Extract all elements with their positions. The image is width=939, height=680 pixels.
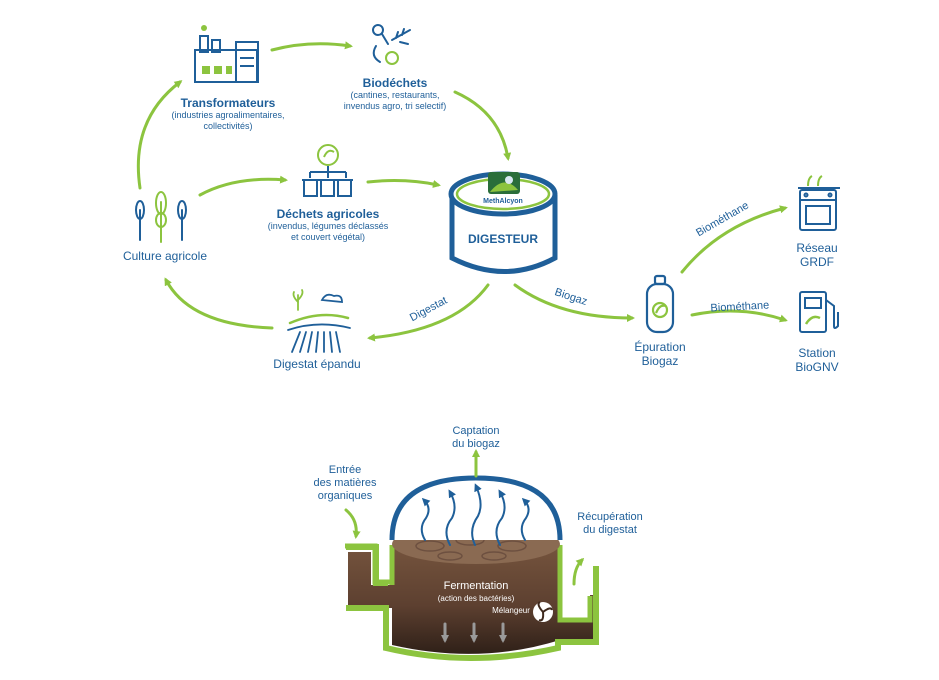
field-icon [287,289,351,353]
transformateurs-title: Transformateurs [180,96,276,110]
node-transformateurs: Transformateurs (industries agroalimenta… [158,96,298,132]
label-entree: Entrée des matières organiques [295,464,395,503]
arrow-culture-to-transformateurs [136,80,183,190]
node-reseau-grdf: Réseau GRDF [782,241,852,269]
fermenter-tank [345,524,599,661]
dechets-title: Déchets agricoles [276,207,380,221]
arrow-transformateurs-to-biodechets [270,41,353,52]
mixer-icon [533,601,553,622]
label-melangeur: Mélangeur [492,606,530,615]
settling-arrows [441,622,507,643]
arrow-entree [344,508,361,539]
node-digestat-epandu: Digestat épandu [252,357,382,371]
biodechets-title: Biodéchets [362,76,428,90]
label-captation: Captation du biogaz [426,425,526,451]
label-biomethane-1: Biométhane [694,200,751,240]
captation-line-1: Captation [452,425,500,437]
station-line-1: Station [798,346,836,360]
digestat-epandu-title: Digestat épandu [273,357,361,371]
stove-icon [798,175,840,231]
node-digesteur: DIGESTEUR [453,232,553,246]
captation-line-2: du biogaz [452,438,500,450]
label-biomethane-2: Biométhane [710,299,769,314]
epuration-line-2: Biogaz [641,354,679,368]
arrow-digesteur-to-digestat [367,283,490,342]
node-dechets-agricoles: Déchets agricoles (invendus, légumes déc… [258,207,398,243]
dechets-sub-2: et couvert végétal) [290,232,366,242]
methalcyon-logo [488,172,520,194]
label-recuperation: Récupération du digestat [560,511,660,537]
arrow-digestat-to-culture [164,277,274,330]
reseau-line-1: Réseau [796,241,838,255]
fermentation-title: Fermentation [443,580,509,592]
label-fermentation: Fermentation (action des bactéries) [416,580,536,604]
wheat-icon [135,191,187,243]
gas-bottle-icon [645,274,675,334]
fermentation-sub: (action des bactéries) [437,594,515,603]
node-station-biognv: Station BioGNV [782,346,852,374]
digesteur-title: DIGESTEUR [467,232,538,246]
node-biodechets: Biodéchets (cantines, restaurants, inven… [325,76,465,112]
recuperation-line-2: du digestat [583,524,637,536]
entree-line-3: organiques [317,490,373,502]
recuperation-line-1: Récupération [577,511,643,523]
arrow-culture-to-dechets [198,175,288,197]
transformateurs-sub-1: (industries agroalimentaires, [171,110,285,120]
arrow-epuration-to-station [690,309,788,323]
bins-icon [302,144,353,197]
food-waste-icon [372,24,411,65]
node-epuration: Épuration Biogaz [620,340,700,368]
cycle-arrows [136,41,788,342]
reseau-line-2: GRDF [800,255,834,269]
factory-icon [194,25,259,83]
entree-line-2: des matières [313,477,377,489]
biodechets-sub-2: invendus agro, tri selectif) [343,101,447,111]
fuel-pump-icon [799,291,839,333]
arrow-recuperation [572,557,585,586]
arrow-epuration-to-reseau [680,205,788,274]
tank-arrows [344,449,585,586]
arrow-digesteur-to-epuration [513,283,635,322]
biodechets-sub-1: (cantines, restaurants, [350,90,440,100]
gas-dome [389,475,563,541]
station-line-2: BioGNV [795,360,839,374]
entree-line-1: Entrée [328,464,362,476]
arrow-dechets-to-digesteur [366,179,441,188]
epuration-line-1: Épuration [634,340,686,354]
label-biogaz: Biogaz [553,286,589,308]
arrow-biodechets-to-digesteur [453,90,512,161]
culture-title: Culture agricole [122,249,208,263]
biogas-bubbles [420,483,531,546]
transformateurs-sub-2: collectivités) [203,121,253,131]
methalcyon-logo-text: MethAlcyon [483,198,523,205]
dechets-sub-1: (invendus, légumes déclassés [267,221,389,231]
node-culture-agricole: Culture agricole [100,249,230,263]
